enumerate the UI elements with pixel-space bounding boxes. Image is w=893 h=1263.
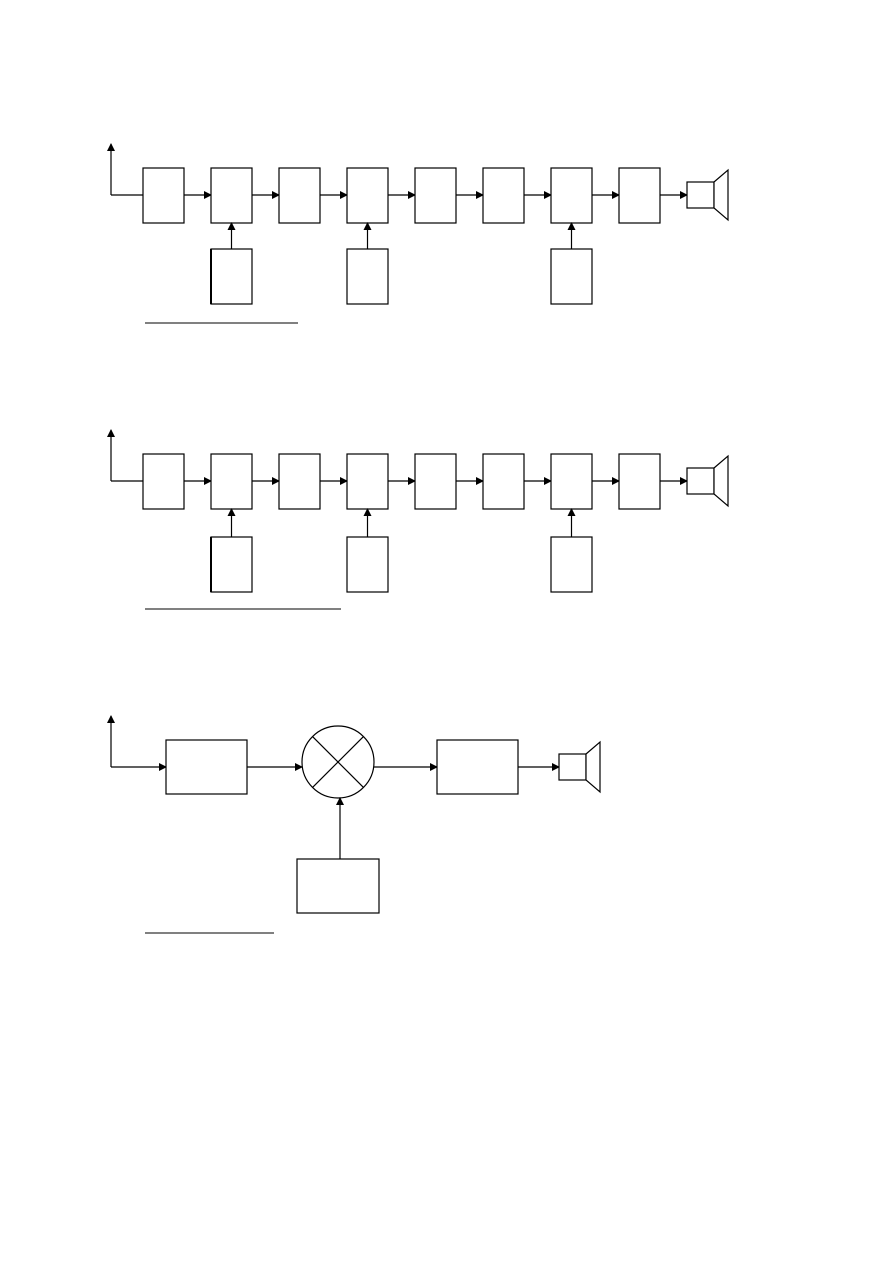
diagram2-block-6 [482, 453, 525, 510]
diagram1-speaker-icon-body [686, 181, 715, 209]
diagram1-side-block-2 [346, 248, 389, 305]
diagram3-block-1 [165, 739, 248, 795]
diagram1-block-1 [142, 167, 185, 224]
diagram1-side-block-3 [550, 248, 593, 305]
diagram2-block-3 [278, 453, 321, 510]
diagram3-speaker-icon-body [558, 753, 587, 781]
diagram1-block-5 [414, 167, 457, 224]
diagram1-block-4 [346, 167, 389, 224]
diagram1-speaker-icon-cone [713, 168, 729, 222]
diagram1-block-6 [482, 167, 525, 224]
diagram2-block-4 [346, 453, 389, 510]
diagram3-block-3 [296, 858, 380, 914]
diagram2-side-block-2 [346, 536, 389, 593]
diagram2-block-2 [210, 453, 253, 510]
diagram2-block-1 [142, 453, 185, 510]
diagram2-speaker-icon-cone [713, 454, 729, 508]
diagram3-speaker-icon-cone [585, 740, 601, 794]
diagram1-side-block-1 [210, 248, 253, 305]
diagram1-block-7 [550, 167, 593, 224]
diagram2-side-block-1 [210, 536, 253, 593]
diagram1-block-2 [210, 167, 253, 224]
diagram2-speaker-icon-body [686, 467, 715, 495]
diagram2-block-5 [414, 453, 457, 510]
diagram3-block-2 [436, 739, 519, 795]
diagram2-block-8 [618, 453, 661, 510]
diagram1-block-3 [278, 167, 321, 224]
diagram1-block-8 [618, 167, 661, 224]
diagram2-block-7 [550, 453, 593, 510]
diagram3-mixer-x-line-2 [312, 736, 364, 788]
diagram2-side-block-3 [550, 536, 593, 593]
